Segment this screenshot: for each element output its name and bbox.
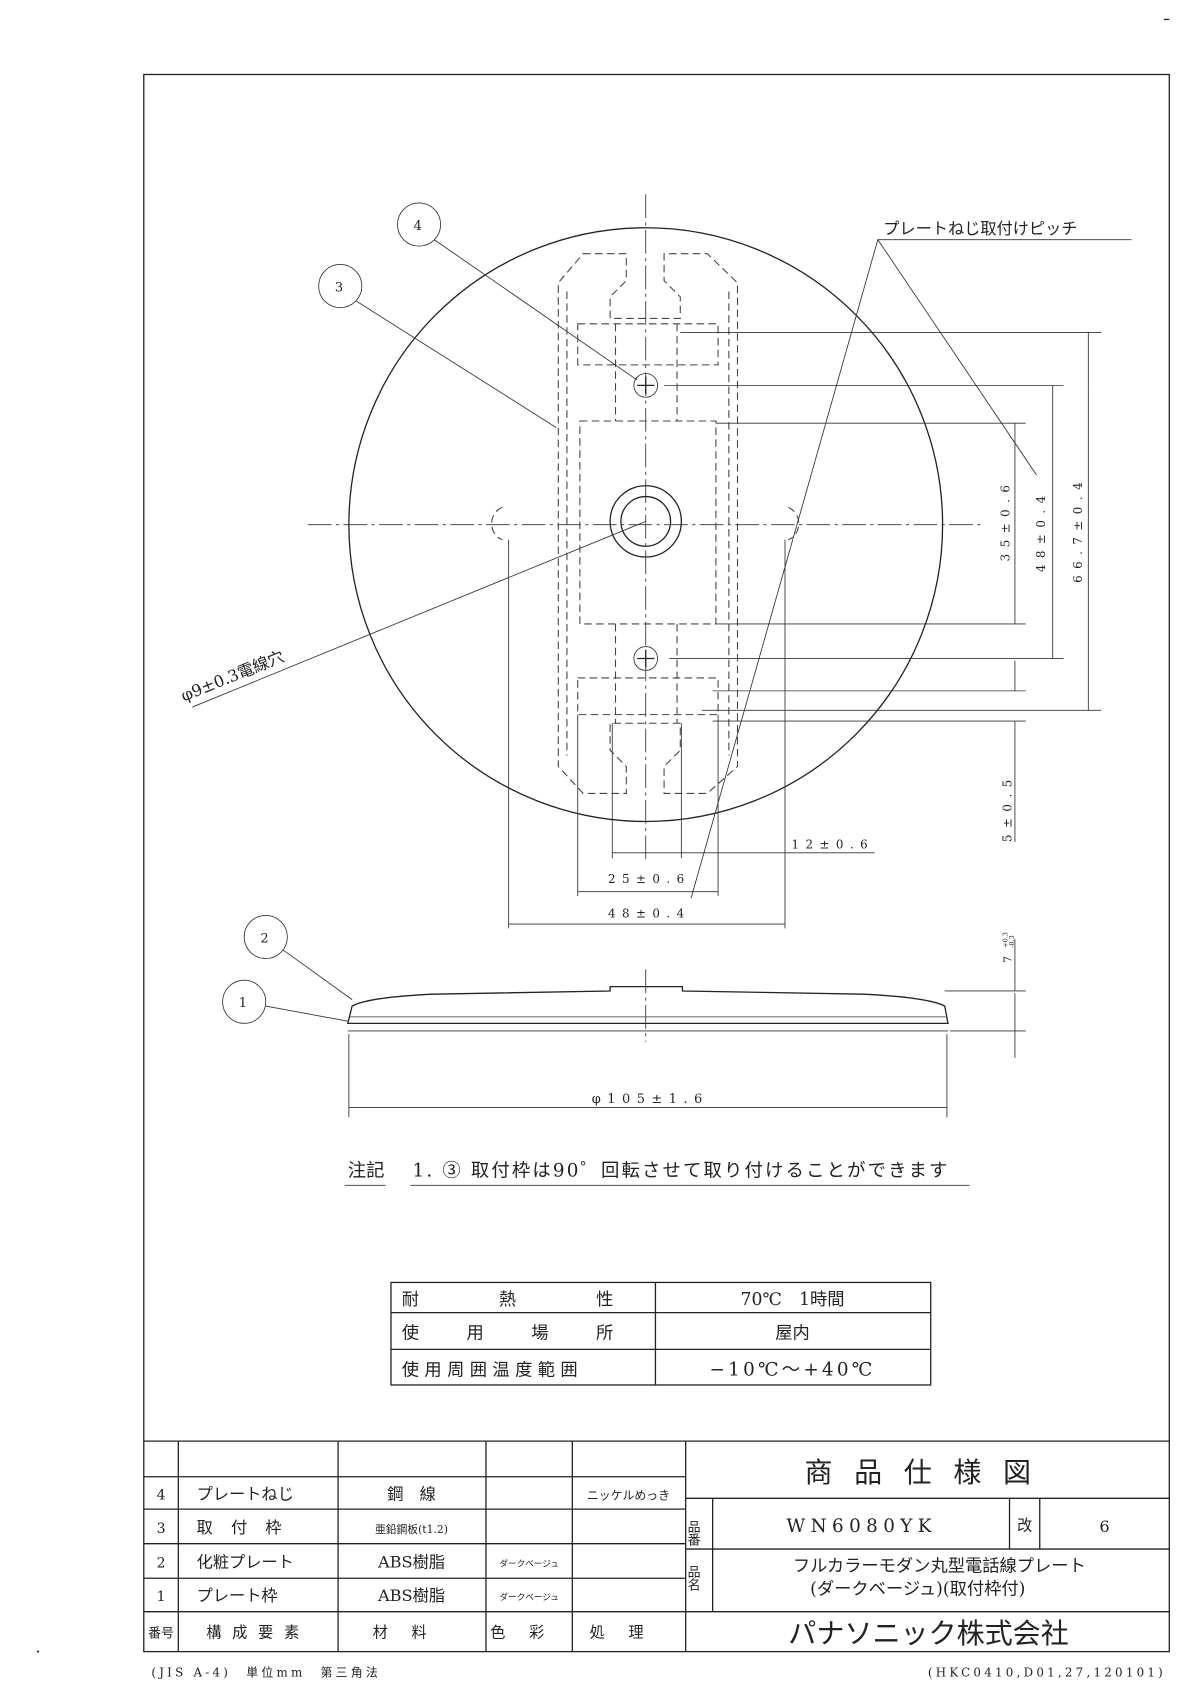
name-label: 品名: [685, 1565, 700, 1591]
hole-label: φ9±0.3電線穴: [178, 647, 287, 706]
svg-text:番号: 番号: [148, 1627, 174, 1642]
svg-text:プレート枠: プレート枠: [197, 1586, 278, 1605]
svg-text:ニッケルめっき: ニッケルめっき: [587, 1488, 670, 1502]
balloon-2: 2: [243, 914, 353, 1000]
wire-hole-outer: [609, 485, 683, 558]
spec-item: 耐 熱 性: [402, 1290, 629, 1310]
dim-48-horizontal: 48±0.4: [608, 907, 691, 921]
dim-7-tol-plus: +0.3: [1001, 932, 1009, 948]
svg-text:化粧プレート: 化粧プレート: [197, 1552, 294, 1571]
svg-text:3: 3: [335, 280, 343, 295]
note-text: 1. ③ 取付枠は90゜回転させて取り付けることができます: [413, 1161, 950, 1182]
svg-text:2: 2: [157, 1555, 166, 1571]
spec-item: 使 用 場 所: [402, 1323, 629, 1344]
svg-text:構成要素: 構成要素: [206, 1624, 310, 1642]
footer-right: (HKC0410,D01,27,120101): [928, 1665, 1166, 1679]
company-name: パナソニック株式会社: [788, 1617, 1068, 1650]
product-name-2: (ダークベージュ)(取付枠付): [810, 1579, 1025, 1599]
svg-text:4: 4: [414, 219, 422, 234]
screw-icon: [633, 373, 659, 398]
balloon-1: 1: [222, 979, 348, 1024]
balloon-4: 4: [397, 202, 638, 381]
dim-48-vertical: 48±0.4: [1034, 489, 1048, 572]
svg-text:ABS樹脂: ABS樹脂: [377, 1586, 445, 1605]
spec-value: 70℃ 1時間: [741, 1290, 845, 1310]
part-no-label: 品番: [685, 1520, 700, 1547]
sheet-border: [143, 73, 1170, 1653]
svg-text:3: 3: [157, 1521, 166, 1537]
svg-text:亜鉛鋼板(t1.2): 亜鉛鋼板(t1.2): [375, 1523, 448, 1536]
dim-105: φ105±1.6: [592, 1092, 709, 1107]
parts-row: 2 化粧プレート ABS樹脂 ダークベージュ: [157, 1552, 559, 1571]
dim-7: 7: [1002, 956, 1015, 963]
svg-text:取 付 枠: 取 付 枠: [197, 1518, 288, 1537]
dim-35: 35±0.6: [999, 479, 1013, 562]
svg-text:2: 2: [260, 931, 268, 946]
part-no: WN6080YK: [786, 1516, 937, 1537]
front-view: 35±0.6 48±0.4 66.7±0.4 5±0.5 12±0.6 25±0…: [178, 194, 1132, 929]
svg-text:ダークベージュ: ダークベージュ: [499, 1557, 559, 1569]
svg-text:ABS樹脂: ABS樹脂: [377, 1552, 445, 1571]
pitch-label: プレートねじ取付けピッチ: [883, 219, 1077, 238]
wire-hole: [620, 495, 672, 547]
parts-row: 3 取 付 枠 亜鉛鋼板(t1.2): [157, 1518, 448, 1537]
balloon-3: 3: [318, 264, 557, 428]
title-block: 商品仕様図 品番 WN6080YK 改 6 品名 フルカラーモダン丸型電話線プレ…: [685, 1456, 1170, 1650]
spec-item: 使用周囲温度範囲: [402, 1359, 583, 1380]
mounting-frame-hidden: [557, 253, 739, 794]
rev: 6: [1099, 1517, 1109, 1536]
parts-row: 4 プレートねじ 鋼 線 ニッケルめっき: [157, 1484, 670, 1503]
rev-label: 改: [1017, 1517, 1032, 1535]
dim-66-7: 66.7±0.4: [1071, 476, 1085, 583]
spec-table: 耐 熱 性 70℃ 1時間 使 用 場 所 屋内 使用周囲温度範囲 −10℃〜+…: [390, 1281, 932, 1386]
spec-value: −10℃〜+40℃: [710, 1359, 876, 1380]
spec-value: 屋内: [775, 1324, 810, 1344]
parts-row: 1 プレート枠 ABS樹脂 ダークベージュ: [157, 1586, 559, 1605]
svg-text:材料: 材料: [373, 1624, 451, 1642]
dim-12: 12±0.6: [791, 837, 874, 851]
svg-text:1: 1: [239, 996, 247, 1011]
svg-text:1: 1: [157, 1589, 166, 1605]
svg-text:鋼 線: 鋼 線: [387, 1484, 436, 1503]
svg-text:色彩: 色彩: [490, 1624, 568, 1642]
side-view: 7 +0.3 -0.3 φ105±1.6 2 1: [222, 914, 1026, 1118]
product-name-1: フルカラーモダン丸型電話線プレート: [793, 1557, 1086, 1577]
footer-left: (JIS A-4) 単位mm 第三角法: [151, 1665, 381, 1679]
parts-header: 番号 構成要素 材料 色彩 処理: [148, 1624, 668, 1642]
svg-text:プレートねじ: プレートねじ: [197, 1484, 294, 1503]
svg-text:4: 4: [157, 1487, 166, 1503]
note-label: 注記: [348, 1161, 385, 1182]
screw-icon: [633, 646, 659, 671]
svg-text:ダークベージュ: ダークベージュ: [499, 1591, 559, 1603]
dim-7-tol-minus: -0.3: [1008, 935, 1016, 947]
dim-5: 5±0.5: [1001, 773, 1015, 842]
parts-table: 4 プレートねじ 鋼 線 ニッケルめっき 3 取 付 枠 亜鉛鋼板(t1.2) …: [143, 1440, 1170, 1652]
drawing-title: 商品仕様図: [804, 1456, 1052, 1489]
dim-25: 25±0.6: [608, 872, 691, 886]
svg-text:処理: 処理: [590, 1624, 668, 1642]
